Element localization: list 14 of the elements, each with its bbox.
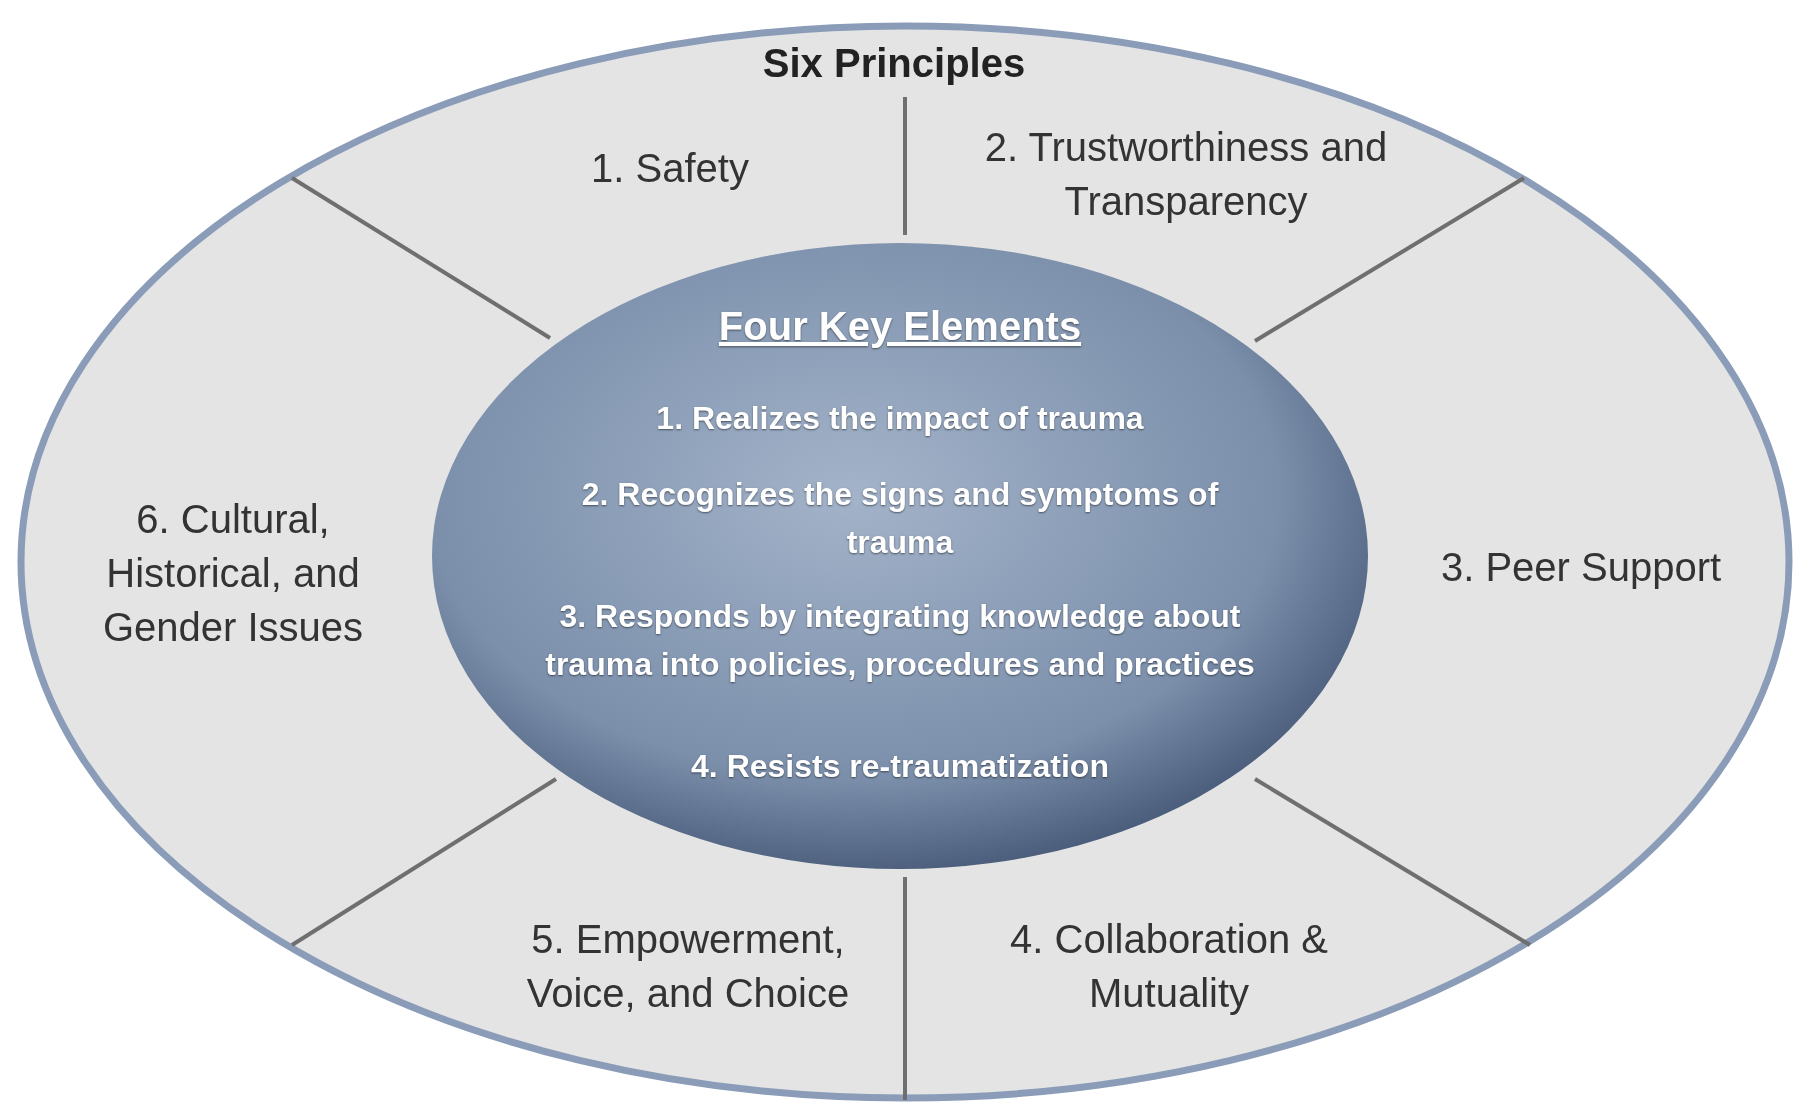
heading: Six Principles: [762, 40, 1026, 87]
principle-label: 6. Cultural, Historical, and Gender Issues: [73, 492, 393, 654]
element-text: 1. Realizes the impact of trauma: [655, 399, 1145, 438]
principle-label: 4. Collaboration & Mutuality: [979, 912, 1359, 1020]
element-text: 4. Resists re-traumatization: [690, 747, 1110, 786]
element-text: 3. Responds by integrating knowledge about trauma into policies, procedures and practices: [544, 597, 1256, 684]
element-text: 2. Recognizes the signs and symptoms of trauma: [580, 475, 1220, 562]
principle-label: 2. Trustworthiness and Transparency: [966, 120, 1406, 228]
principle-label: 1. Safety: [505, 141, 835, 195]
inner-heading: Four Key Elements: [718, 303, 1082, 350]
principle-label: 3. Peer Support: [1411, 540, 1751, 594]
outer-ellipse: [17, 22, 1793, 1102]
principle-label: 5. Empowerment, Voice, and Choice: [498, 912, 878, 1020]
inner-ellipse: [430, 241, 1370, 871]
